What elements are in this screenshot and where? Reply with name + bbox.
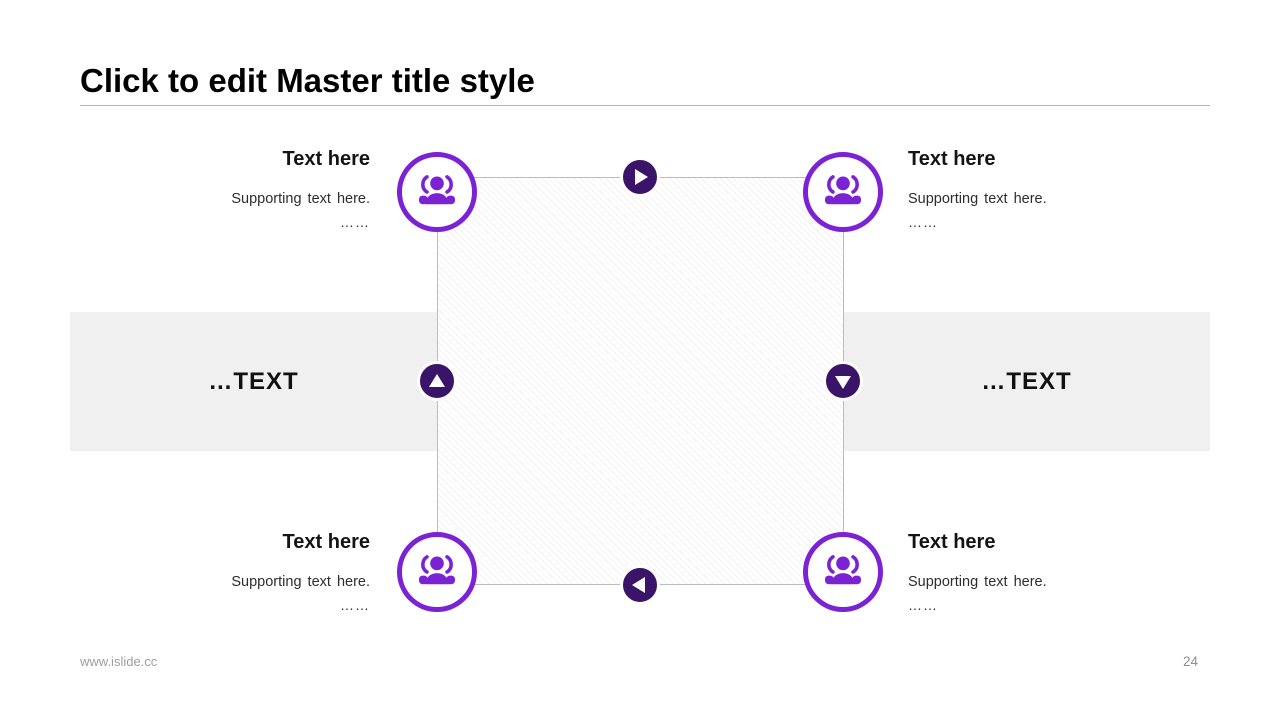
arrow-button-top <box>620 157 660 197</box>
footer-website: www.islide.cc <box>80 654 158 669</box>
text-block-top-left: Text here Supporting text here. …… <box>130 148 370 230</box>
people-group-icon <box>825 175 861 205</box>
block-body: Supporting text here. <box>908 191 1047 207</box>
block-body: Supporting text here. <box>231 574 370 590</box>
arrow-button-right <box>823 361 863 401</box>
arrow-button-bottom <box>620 565 660 605</box>
person-circle-bottom-left <box>397 532 477 612</box>
person-circle-bottom-right <box>803 532 883 612</box>
person-circle-top-right <box>803 152 883 232</box>
block-title: Text here <box>282 531 370 553</box>
block-ellipsis: …… <box>340 214 370 230</box>
title-divider <box>80 105 1210 106</box>
arrow-left-icon <box>632 577 645 593</box>
person-circle-top-left <box>397 152 477 232</box>
hatched-square <box>437 177 844 585</box>
band-label-left-box: …TEXT <box>70 312 437 451</box>
block-title: Text here <box>908 531 996 553</box>
page-title: Click to edit Master title style <box>80 62 535 99</box>
block-ellipsis: …… <box>340 597 370 613</box>
block-title: Text here <box>908 148 996 170</box>
arrow-button-left <box>417 361 457 401</box>
band-label-right: …TEXT <box>981 367 1072 395</box>
people-group-icon <box>825 555 861 585</box>
block-title: Text here <box>282 148 370 170</box>
band-label-left: …TEXT <box>208 367 299 395</box>
people-group-icon <box>419 175 455 205</box>
people-group-icon <box>419 555 455 585</box>
block-ellipsis: …… <box>908 214 938 230</box>
arrow-up-icon <box>429 373 445 387</box>
text-block-bottom-right: Text here Supporting text here. …… <box>908 531 1148 613</box>
arrow-right-icon <box>635 169 648 185</box>
text-block-bottom-left: Text here Supporting text here. …… <box>130 531 370 613</box>
block-body: Supporting text here. <box>908 574 1047 590</box>
block-body: Supporting text here. <box>231 191 370 207</box>
block-ellipsis: …… <box>908 597 938 613</box>
text-block-top-right: Text here Supporting text here. …… <box>908 148 1148 230</box>
arrow-down-icon <box>835 375 851 389</box>
band-label-right-box: …TEXT <box>843 312 1210 451</box>
page-number: 24 <box>1182 654 1198 669</box>
